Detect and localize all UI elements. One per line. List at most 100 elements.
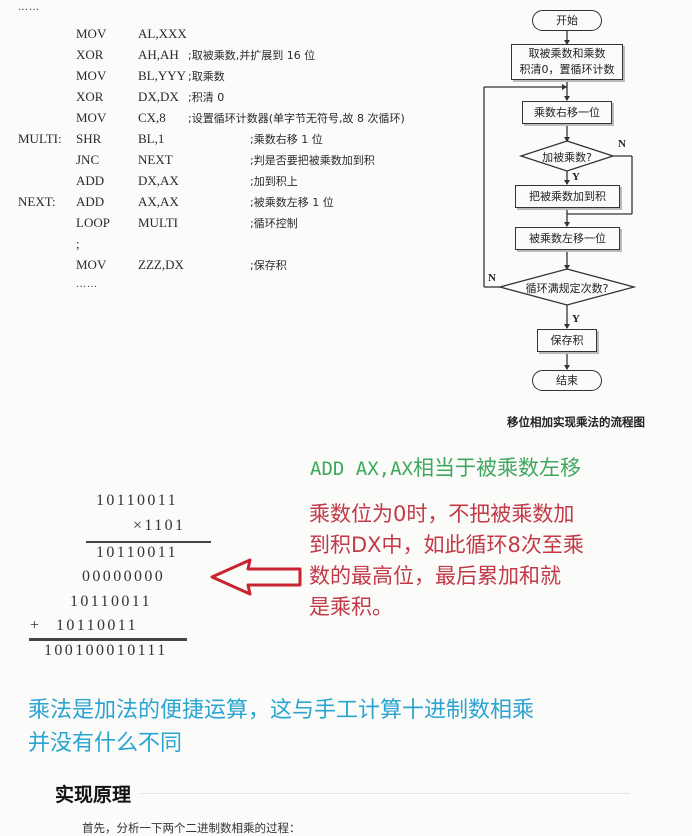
add-ax-explanation: 相当于被乘数左移 — [412, 456, 581, 480]
asm-line: ADD DX,AX ;加到积上 — [0, 173, 470, 191]
asm-op: ADD — [76, 173, 105, 188]
asm-label: MULTI: — [18, 131, 62, 146]
partial-product-3: 10110011 — [70, 593, 153, 610]
add-ax-code: ADD AX,AX — [310, 458, 413, 480]
asm-comment: ;判是否要把被乘数加到积 — [250, 154, 375, 167]
flowchart-yes-label: Y — [572, 313, 580, 325]
asm-line: MOV ZZZ,DX ;保存积 — [0, 257, 470, 275]
asm-line: NEXT: ADD AX,AX ;被乘数左移 1 位 — [0, 194, 470, 212]
flowchart-add-to-product: 把被乘数加到积 — [515, 185, 620, 208]
section-heading: 实现原理 — [55, 784, 132, 806]
flowchart-end-label: 结束 — [556, 373, 578, 387]
explanation-line: 到积DX中，如此循环8次至乘 — [309, 533, 584, 557]
asm-op: MOV — [76, 26, 107, 41]
flowchart-start: 开始 — [532, 10, 602, 31]
flowchart-save-label: 保存积 — [550, 333, 584, 347]
asm-arg: MULTI — [138, 215, 178, 230]
asm-arg: ZZZ,DX — [138, 257, 184, 272]
summary-line: 乘法是加法的便捷运算，这与手工计算十进制数相乘 — [28, 698, 535, 723]
partial-product-2: 00000000 — [82, 568, 166, 585]
asm-line: MOV BL,YYY ;取乘数 — [0, 68, 470, 86]
partial-product-1: 10110011 — [96, 544, 179, 561]
flowchart-end: 结束 — [532, 370, 602, 391]
asm-comment: ;设置循环计数器(单字节无符号,故 8 次循环) — [188, 112, 405, 125]
flowchart-save: 保存积 — [537, 329, 597, 352]
asm-arg: NEXT — [138, 152, 173, 167]
multiplier: ×1101 — [133, 517, 186, 534]
flowchart-no-label: N — [488, 272, 496, 284]
asm-arg: AX,AX — [138, 194, 179, 209]
flowchart-decision-loop: 循环满规定次数? — [525, 282, 609, 295]
asm-op: MOV — [76, 110, 107, 125]
sum-rule — [29, 638, 187, 641]
flowchart-yes-label: Y — [572, 171, 580, 183]
add-ax-note: ADD AX,AX相当于被乘数左移 — [310, 452, 581, 482]
leading-ellipsis: …… — [18, 2, 40, 13]
explanation-line: 数的最高位，最后累加和就 — [309, 564, 561, 588]
partial-product-4: 10110011 — [56, 617, 139, 634]
asm-op: JNC — [76, 152, 100, 167]
summary-note: 乘法是加法的便捷运算，这与手工计算十进制数相乘 并没有什么不同 — [28, 694, 534, 760]
asm-arg: BL,1 — [138, 131, 165, 146]
multiplicand: 10110011 — [96, 492, 179, 509]
asm-arg: CX,8 — [138, 110, 166, 125]
asm-arg: BL,YYY — [138, 68, 187, 83]
left-arrow-icon — [210, 558, 302, 596]
flowchart-init-line1: 取被乘数和乘数 — [528, 47, 606, 60]
multiply-rule — [86, 541, 211, 543]
asm-line: XOR DX,DX ;积清 0 — [0, 89, 470, 107]
assembly-listing: …… MOV AL,XXX XOR AH,AH ;取被乘数,并扩展到 16 位 … — [0, 0, 470, 300]
asm-comment: ;加到积上 — [250, 175, 298, 188]
flowchart-init-line2: 积清0，置循环计数 — [519, 63, 615, 76]
asm-op: ADD — [76, 194, 105, 209]
asm-op: ; — [76, 236, 80, 251]
asm-op: LOOP — [76, 215, 110, 230]
binary-calculation: 10110011 ×1101 10110011 00000000 1011001… — [0, 480, 220, 670]
asm-line: ; — [0, 236, 470, 254]
asm-arg: DX,AX — [138, 173, 179, 188]
flowchart-shift-right-label: 乘数右移一位 — [534, 105, 600, 119]
asm-line: LOOP MULTI ;循环控制 — [0, 215, 470, 233]
final-product: 100100010111 — [44, 642, 168, 659]
flowchart-shift-left-label: 被乘数左移一位 — [529, 231, 606, 245]
flowchart-connectors — [483, 30, 637, 370]
asm-comment: ;取乘数 — [188, 70, 225, 83]
asm-line: MOV CX,8 ;设置循环计数器(单字节无符号,故 8 次循环) — [0, 110, 470, 128]
intro-paragraph: 首先，分析一下两个二进制数相乘的过程： — [82, 821, 301, 835]
asm-op: SHR — [76, 131, 102, 146]
asm-comment: ;被乘数左移 1 位 — [250, 196, 334, 209]
asm-arg: AL,XXX — [138, 26, 187, 41]
flowchart-decision-add: 加被乘数? — [542, 151, 592, 164]
flowchart-shift-left: 被乘数左移一位 — [515, 227, 620, 250]
explanation-line: 是乘积。 — [309, 595, 393, 619]
asm-op: MOV — [76, 257, 107, 272]
asm-op: …… — [76, 279, 98, 290]
plus-sign: + — [30, 617, 42, 634]
asm-comment: ;循环控制 — [250, 217, 298, 230]
asm-op: XOR — [76, 47, 104, 62]
asm-line: MULTI: SHR BL,1 ;乘数右移 1 位 — [0, 131, 470, 149]
asm-comment: ;取被乘数,并扩展到 16 位 — [188, 49, 316, 62]
asm-op: MOV — [76, 68, 107, 83]
flowchart: 开始 取被乘数和乘数 积清0，置循环计数 乘数右移一位 加被乘数? N Y 把被… — [470, 0, 692, 440]
explanation-line: 乘数位为0时，不把被乘数加 — [309, 502, 575, 526]
zero-bit-explanation: 乘数位为0时，不把被乘数加 到积DX中，如此循环8次至乘 数的最高位，最后累加和… — [309, 499, 584, 623]
asm-comment: ;乘数右移 1 位 — [250, 133, 323, 146]
flowchart-add-label: 把被乘数加到积 — [529, 189, 606, 203]
flowchart-no-label: N — [618, 138, 626, 150]
asm-label: NEXT: — [18, 194, 56, 209]
asm-comment: ;积清 0 — [188, 91, 225, 104]
asm-comment: ;保存积 — [250, 259, 287, 272]
asm-op: XOR — [76, 89, 104, 104]
asm-arg: DX,DX — [138, 89, 179, 104]
asm-line: XOR AH,AH ;取被乘数,并扩展到 16 位 — [0, 47, 470, 65]
asm-line: MOV AL,XXX — [0, 26, 470, 44]
asm-arg: AH,AH — [138, 47, 179, 62]
asm-line: JNC NEXT ;判是否要把被乘数加到积 — [0, 152, 470, 170]
flowchart-start-label: 开始 — [556, 13, 578, 27]
section-divider — [140, 793, 630, 794]
asm-line: …… — [76, 279, 98, 290]
flowchart-init: 取被乘数和乘数 积清0，置循环计数 — [511, 44, 623, 80]
flowchart-caption: 移位相加实现乘法的流程图 — [507, 415, 645, 429]
summary-line: 并没有什么不同 — [28, 731, 183, 756]
